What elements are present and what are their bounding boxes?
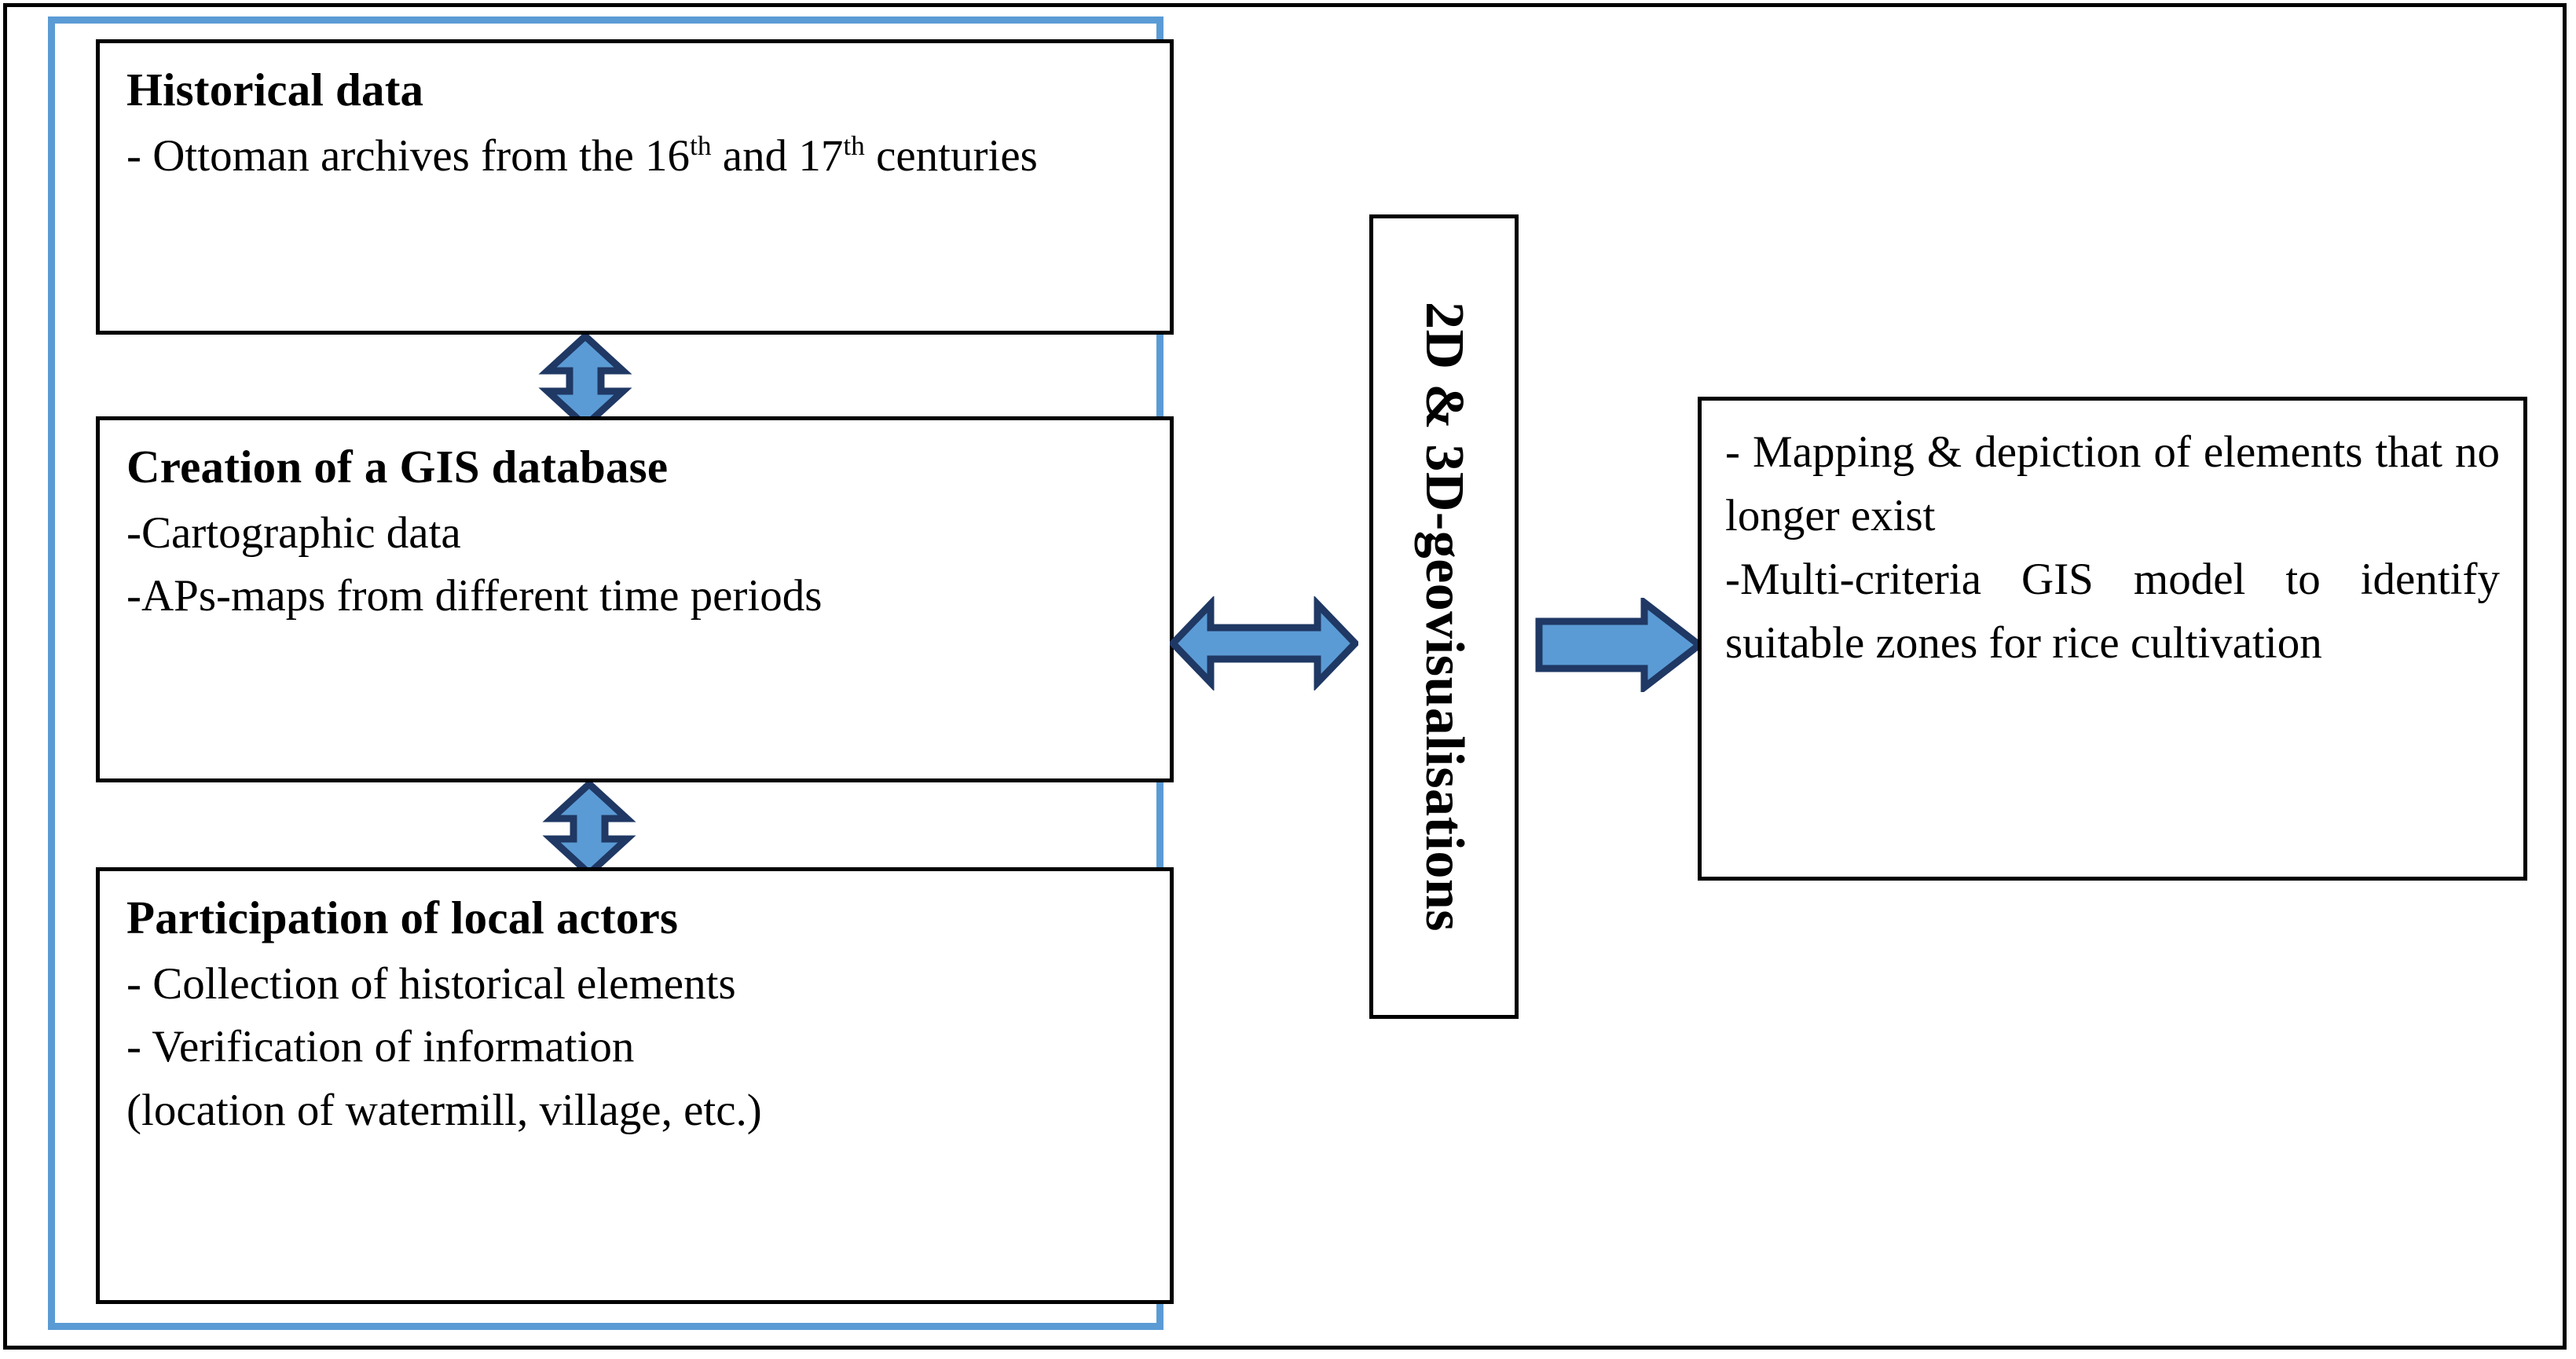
- box-results-line-2: -Multi-criteria GIS model to identify su…: [1725, 554, 2500, 668]
- double-arrow-vertical-icon: [538, 331, 632, 431]
- left-group-container: Historical data - Ottoman archives from …: [48, 16, 1174, 1330]
- box-gis-database-title: Creation of a GIS database: [126, 441, 669, 493]
- box-geovisualisations: 2D & 3D-geovisualisations: [1369, 214, 1519, 1019]
- box-historical-data-line-1: - Ottoman archives from the 16th and 17t…: [126, 125, 1143, 189]
- box-historical-data-content: Historical data - Ottoman archives from …: [100, 43, 1170, 196]
- box-gis-database-content: Creation of a GIS database -Cartographic…: [100, 420, 1170, 636]
- historical-line-prefix: - Ottoman archives from the 16: [126, 130, 691, 181]
- box-gis-database-line-2: -APs-maps from different time periods: [126, 571, 823, 621]
- box-results: - Mapping & depiction of elements that n…: [1698, 397, 2527, 881]
- double-arrow-horizontal-icon: [1167, 595, 1361, 692]
- historical-line-sup-17th: th: [843, 130, 865, 161]
- box-historical-data-title: Historical data: [126, 64, 424, 115]
- historical-line-mid: and 17: [711, 130, 844, 181]
- box-local-actors-line-3: (location of watermill, village, etc.): [126, 1086, 762, 1136]
- box-local-actors-line-1: - Collection of historical elements: [126, 958, 736, 1009]
- historical-line-sup-16th: th: [690, 130, 712, 161]
- arrow-historical-to-gis-icon: [538, 331, 632, 431]
- historical-line-suffix: centuries: [864, 130, 1038, 181]
- double-arrow-vertical-icon: [542, 778, 636, 879]
- arrow-gis-to-actors-icon: [542, 778, 636, 879]
- arrow-right-icon: [1535, 595, 1706, 695]
- box-results-content: - Mapping & depiction of elements that n…: [1702, 401, 2523, 683]
- box-results-line-1: - Mapping & depiction of elements that n…: [1725, 427, 2500, 540]
- box-historical-data: Historical data - Ottoman archives from …: [96, 39, 1174, 335]
- box-gis-database: Creation of a GIS database -Cartographic…: [96, 416, 1174, 782]
- box-local-actors-content: Participation of local actors - Collecti…: [100, 871, 1170, 1151]
- figure-frame: Historical data - Ottoman archives from …: [3, 3, 2567, 1350]
- box-gis-database-line-1: -Cartographic data: [126, 507, 461, 558]
- box-local-actors-title: Participation of local actors: [126, 892, 679, 943]
- box-local-actors-line-2: - Verification of information: [126, 1022, 635, 1072]
- arrow-group-to-geovis-icon: [1167, 595, 1361, 692]
- arrow-geovis-to-results-icon: [1534, 595, 1706, 695]
- geovisualisations-label: 2D & 3D-geovisualisations: [1414, 302, 1475, 932]
- box-local-actors: Participation of local actors - Collecti…: [96, 867, 1174, 1304]
